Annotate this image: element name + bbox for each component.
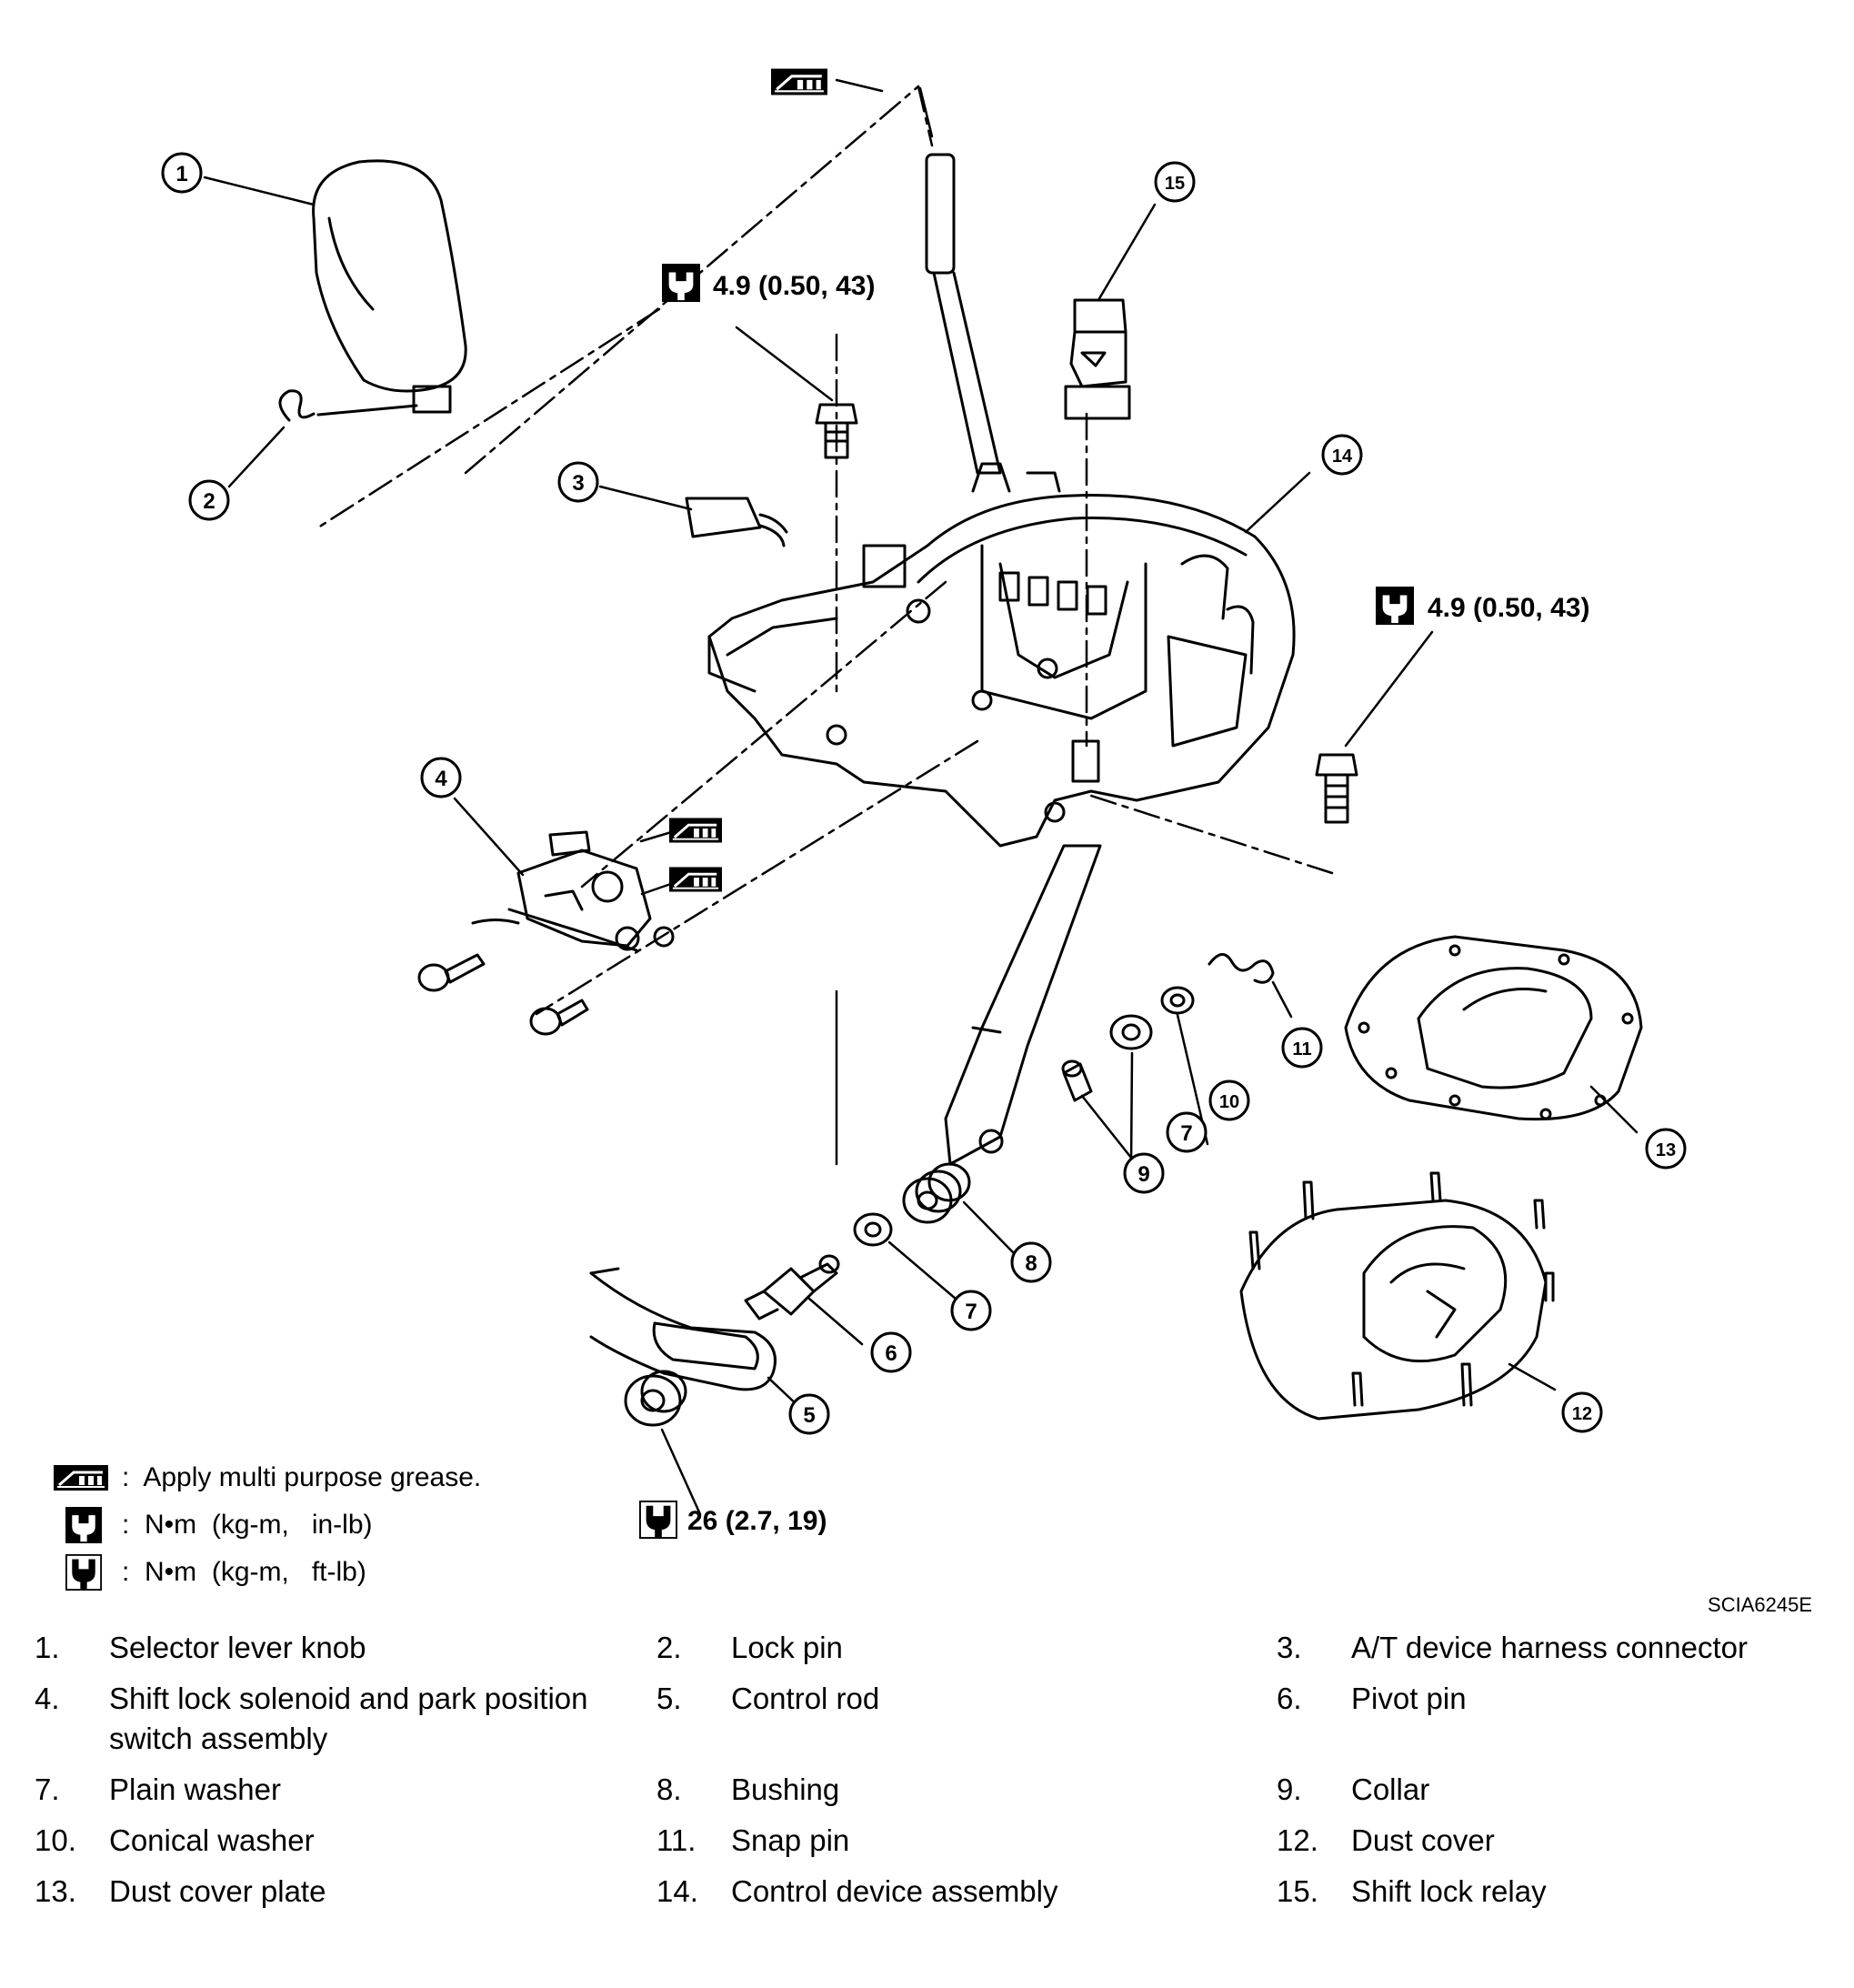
torque-wrench-icon xyxy=(65,1507,102,1543)
svg-text:9: 9 xyxy=(1137,1162,1149,1187)
snap-pin xyxy=(1208,953,1275,984)
bolt-upper xyxy=(815,403,858,459)
pivot-pin xyxy=(744,1254,840,1320)
torque-wrench-icon xyxy=(65,1554,102,1591)
harness-connector xyxy=(685,497,788,547)
callout-12: 12 xyxy=(1561,1391,1603,1433)
svg-text:3: 3 xyxy=(572,471,584,496)
callout-13: 13 xyxy=(1645,1128,1687,1170)
figure-code: SCIA6245E xyxy=(1708,1593,1812,1616)
svg-text:15: 15 xyxy=(1165,174,1185,194)
callout-10: 10 xyxy=(1208,1079,1250,1121)
shift-lock-solenoid xyxy=(471,830,675,952)
callout-7-upper: 7 xyxy=(1166,1111,1208,1153)
svg-text:6: 6 xyxy=(885,1341,897,1366)
legend-torque-ftlb: : N•m (kg-m, ft-lb) xyxy=(53,1550,366,1595)
svg-text:11: 11 xyxy=(1292,1039,1311,1059)
svg-text:10: 10 xyxy=(1219,1092,1239,1112)
legend-torque-inlb: : N•m (kg-m, in-lb) xyxy=(53,1502,373,1548)
grease-icon xyxy=(669,867,722,892)
torque-value-right: 4.9 (0.50, 43) xyxy=(1428,593,1589,623)
torque-wrench-icon xyxy=(639,1501,677,1539)
grommet xyxy=(624,1370,687,1427)
plain-washer-upper xyxy=(1109,1014,1153,1050)
torque-wrench-icon xyxy=(1376,587,1414,625)
conical-washer xyxy=(1160,986,1195,1015)
control-device-assembly xyxy=(707,462,1296,848)
torque-value-lower: 26 (2.7, 19) xyxy=(687,1506,827,1536)
control-lever-arm xyxy=(944,844,1102,1166)
svg-text:14: 14 xyxy=(1332,447,1353,467)
svg-text:8: 8 xyxy=(1025,1251,1037,1276)
svg-text:1: 1 xyxy=(175,162,187,186)
callout-8: 8 xyxy=(1010,1241,1052,1283)
bolt-right xyxy=(1315,753,1358,824)
exploded-view-diagram: 4.9 (0.50, 43) 4.9 (0.50, 43) 26 (2.7, 1… xyxy=(161,68,1687,1539)
torque-value-upper: 4.9 (0.50, 43) xyxy=(713,271,875,301)
collar xyxy=(1061,1059,1093,1102)
callout-7-lower: 7 xyxy=(950,1290,992,1331)
callout-2: 2 xyxy=(188,479,230,521)
svg-text:4: 4 xyxy=(435,767,447,791)
shift-lever-rod xyxy=(925,153,1002,475)
dust-cover-plate xyxy=(1344,935,1643,1121)
screw-lower xyxy=(529,999,589,1036)
callout-15: 15 xyxy=(1154,161,1196,203)
control-rod xyxy=(589,1267,777,1391)
callout-5: 5 xyxy=(788,1393,830,1435)
grease-icon xyxy=(53,1465,109,1491)
callout-3: 3 xyxy=(557,461,599,503)
svg-text:7: 7 xyxy=(965,1300,977,1324)
bushing xyxy=(902,1162,971,1224)
callout-9: 9 xyxy=(1123,1152,1165,1194)
selector-lever-knob xyxy=(312,159,467,414)
callout-14: 14 xyxy=(1321,434,1363,476)
callout-6: 6 xyxy=(870,1331,912,1373)
svg-text:12: 12 xyxy=(1572,1404,1592,1424)
svg-text:2: 2 xyxy=(203,489,215,514)
grease-icon xyxy=(771,68,827,95)
torque-wrench-icon xyxy=(662,264,700,302)
screw-left xyxy=(417,953,486,992)
lock-pin xyxy=(278,389,316,422)
plain-washer-lower xyxy=(853,1212,893,1247)
callout-11: 11 xyxy=(1281,1027,1323,1069)
grease-icon xyxy=(669,818,722,843)
svg-text:5: 5 xyxy=(803,1403,815,1428)
svg-text:7: 7 xyxy=(1180,1121,1192,1146)
callout-4: 4 xyxy=(420,757,462,798)
svg-text:13: 13 xyxy=(1656,1140,1676,1160)
callout-1: 1 xyxy=(161,152,203,194)
legend-grease: : Apply multi purpose grease. xyxy=(53,1455,481,1501)
shift-lock-relay xyxy=(1064,298,1131,420)
dust-cover xyxy=(1239,1171,1555,1421)
